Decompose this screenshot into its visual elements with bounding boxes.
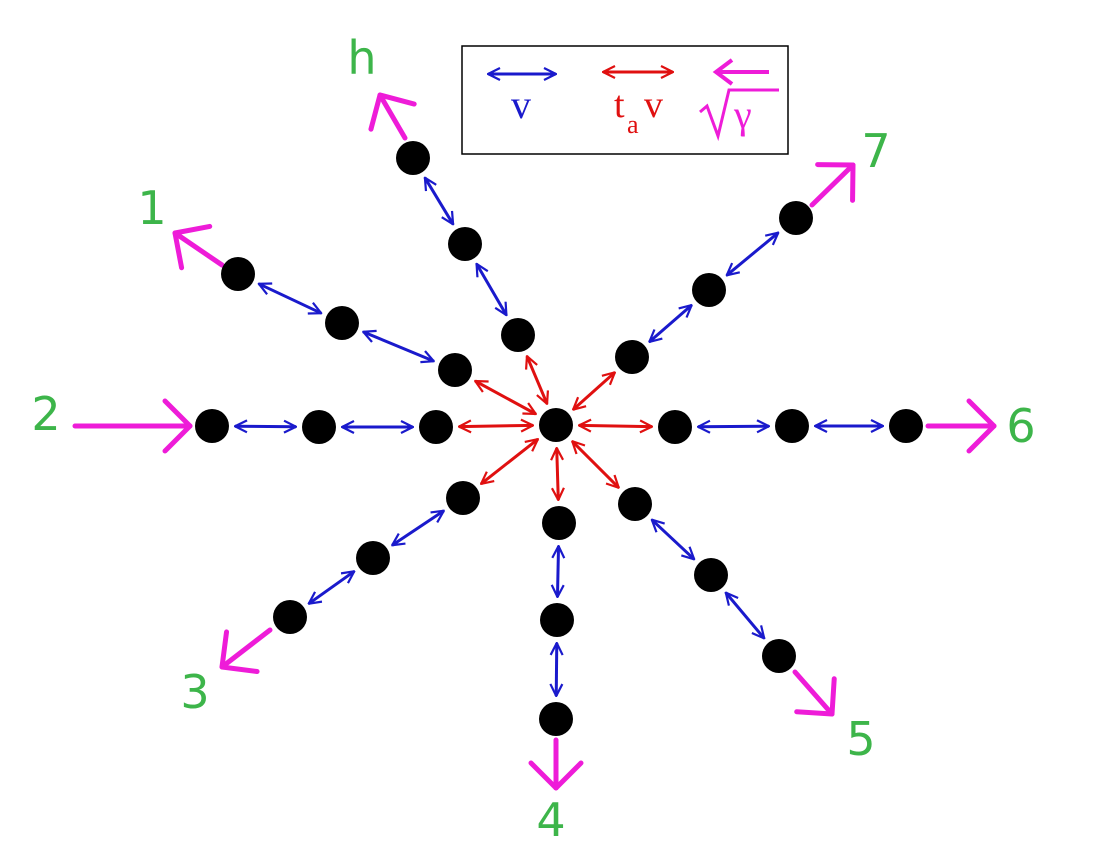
lead-label-h: h xyxy=(347,31,376,85)
hopping-bond-5-1 xyxy=(652,520,694,560)
legend-hopping-symbol: v xyxy=(511,82,531,127)
sites-layer xyxy=(195,141,923,736)
lead-arrow-h xyxy=(377,92,408,141)
lead-arrow-4-head xyxy=(528,760,584,791)
hopping-bond-3-1 xyxy=(392,511,444,545)
lead-arrows-layer xyxy=(72,92,997,791)
coupling-bond-1 xyxy=(475,379,536,416)
coupling-bond-7 xyxy=(573,372,615,409)
site-1-2 xyxy=(325,306,359,340)
coupling-bond-6 xyxy=(579,425,652,426)
site-7-1 xyxy=(615,340,649,374)
lead-label-4: 4 xyxy=(536,793,565,847)
site-5-2 xyxy=(694,558,728,592)
lead-label-5: 5 xyxy=(846,712,875,766)
site-5-1 xyxy=(618,487,652,521)
site-5-3 xyxy=(762,639,796,673)
lead-arrow-2-head xyxy=(162,398,193,454)
lead-arrow-3 xyxy=(219,627,273,670)
hopping-bond-6-1 xyxy=(698,426,769,427)
coupling-bond-h xyxy=(527,356,547,404)
lead-arrow-7-head xyxy=(815,162,856,203)
site-3-2 xyxy=(356,541,390,575)
lead-arrow-6-head xyxy=(966,398,997,454)
legend: v t a v γ xyxy=(461,45,789,155)
legend-frame xyxy=(461,45,789,155)
legend-rate-arrowhead xyxy=(712,58,734,86)
hopping-bond-7-2 xyxy=(727,233,779,276)
site-2-3 xyxy=(195,409,229,443)
coupling-bond-3 xyxy=(481,439,538,484)
lead-label-3: 3 xyxy=(180,665,209,719)
hopping-bond-1-2 xyxy=(259,284,321,313)
coupling-bond-5 xyxy=(572,441,618,487)
site-2-1 xyxy=(419,410,453,444)
lead-arrow-h-head xyxy=(368,92,417,132)
lead-arrow-1 xyxy=(172,230,225,268)
legend-sqrt-sign xyxy=(699,88,779,142)
coupling-bond-4 xyxy=(557,448,559,500)
site-2-2 xyxy=(302,410,336,444)
legend-rate-symbol: γ xyxy=(733,92,752,137)
lead-label-6: 6 xyxy=(1006,399,1035,453)
site-1-1 xyxy=(438,353,472,387)
hopping-bond-7-1 xyxy=(649,305,691,342)
hopping-bond-4-2 xyxy=(556,643,557,696)
legend-coupling-v: v xyxy=(644,84,663,126)
hopping-bond-5-2 xyxy=(726,593,764,639)
hopping-bond-4-1 xyxy=(557,546,558,597)
lead-arrow-1-head xyxy=(172,223,213,271)
site-4-2 xyxy=(540,603,574,637)
hopping-bond-3-2 xyxy=(309,571,355,603)
legend-coupling-t: t xyxy=(614,84,625,126)
coupling-bond-2 xyxy=(459,425,533,426)
site-6-3 xyxy=(889,409,923,443)
central-site xyxy=(539,408,573,442)
site-6-2 xyxy=(775,409,809,443)
site-6-1 xyxy=(658,410,692,444)
hopping-bond-1-1 xyxy=(363,332,434,361)
site-3-3 xyxy=(273,600,307,634)
lead-arrow-7 xyxy=(809,162,856,208)
site-3-1 xyxy=(446,481,480,515)
site-4-1 xyxy=(542,506,576,540)
hopping-bond-h-2 xyxy=(423,178,455,225)
site-7-2 xyxy=(692,273,726,307)
lead-label-1: 1 xyxy=(137,181,166,235)
hopping-bond-h-1 xyxy=(475,264,508,315)
site-1-3 xyxy=(221,257,255,291)
lead-label-7: 7 xyxy=(861,124,890,178)
lead-arrow-3-head xyxy=(219,629,260,675)
site-h-3 xyxy=(396,141,430,175)
bonds-layer xyxy=(235,178,883,696)
lead-arrow-5-head xyxy=(794,676,837,717)
hopping-bond-2-2 xyxy=(235,426,296,427)
site-7-3 xyxy=(779,201,813,235)
site-h-2 xyxy=(448,227,482,261)
site-h-1 xyxy=(501,318,535,352)
lead-label-2: 2 xyxy=(31,387,60,441)
legend-coupling-subscript: a xyxy=(627,110,639,139)
site-4-3 xyxy=(539,702,573,736)
lead-arrow-5 xyxy=(792,669,835,717)
